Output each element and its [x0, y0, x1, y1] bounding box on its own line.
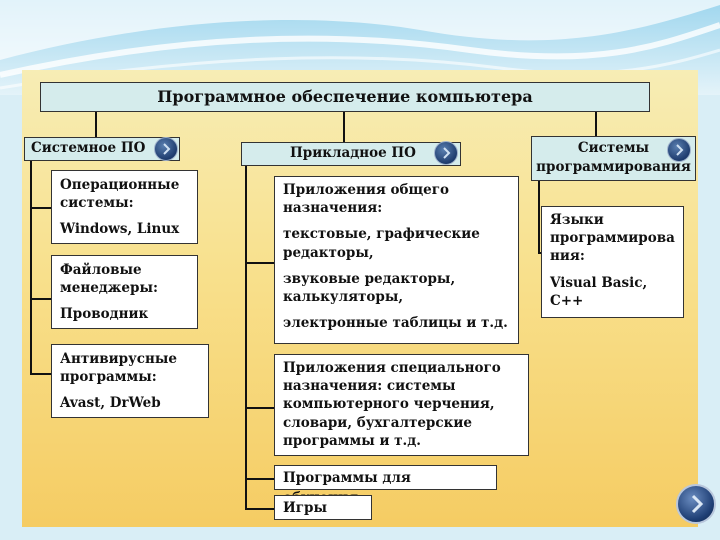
languages-line: ния: — [550, 248, 585, 265]
programming-title-line: Системы — [577, 140, 650, 156]
special-line: словари, бухгалтерские — [283, 414, 472, 431]
general-example-line: редакторы, — [283, 244, 374, 261]
general-example-line: текстовые, графические — [283, 226, 480, 243]
connector — [30, 161, 32, 374]
general-example-line: электронные таблицы и т.д. — [283, 315, 508, 332]
file-manager-label-line: Файловые — [60, 262, 142, 278]
next-slide-button[interactable] — [676, 484, 716, 524]
languages-box: Языки программирова ния: Visual Basic, C… — [541, 206, 684, 318]
special-line: назначения: системы — [283, 378, 456, 395]
languages-line: Языки — [550, 212, 604, 228]
os-examples: Windows, Linux — [60, 221, 180, 238]
education-box: Программы для обучения — [274, 465, 497, 506]
os-label-line: Операционные — [60, 177, 180, 193]
special-line: программы и т.д. — [283, 432, 421, 449]
special-line: компьютерного черчения, — [283, 396, 495, 413]
chevron-right-icon[interactable] — [154, 137, 178, 161]
applied-software-box: Прикладное ПО — [241, 142, 461, 166]
general-example-line: калькуляторы, — [283, 289, 404, 306]
connector — [538, 181, 540, 252]
file-manager-box: Файловые менеджеры: Проводник — [51, 255, 198, 329]
page-title: Программное обеспечение компьютера — [157, 87, 533, 106]
connector — [30, 298, 51, 300]
connector — [30, 373, 51, 375]
antivirus-box: Антивирусные программы: Avast, DrWeb — [51, 344, 209, 418]
connector — [245, 166, 247, 510]
os-label-line: системы: — [60, 195, 134, 212]
chevron-right-icon — [691, 494, 704, 514]
connector — [245, 262, 274, 264]
system-software-box: Системное ПО — [24, 137, 180, 161]
connector — [343, 112, 345, 142]
special-line: Приложения специального — [283, 360, 501, 376]
general-example-line: звуковые редакторы, — [283, 270, 456, 287]
system-software-title: Системное ПО — [31, 140, 146, 156]
games-box: Игры — [274, 495, 372, 520]
chevron-right-icon[interactable] — [434, 141, 458, 165]
applied-software-title: Прикладное ПО — [290, 145, 416, 161]
general-heading-line: Приложения общего — [283, 182, 449, 198]
languages-example: Visual Basic, — [550, 274, 648, 291]
os-box: Операционные системы: Windows, Linux — [51, 170, 198, 244]
connector — [245, 478, 274, 480]
file-manager-example: Проводник — [60, 306, 149, 323]
connector — [95, 112, 97, 137]
programming-title-line: программирования — [536, 159, 691, 175]
games-label: Игры — [283, 500, 328, 516]
connector — [595, 112, 597, 137]
antivirus-examples: Avast, DrWeb — [60, 395, 161, 412]
connector — [538, 252, 541, 254]
connector — [245, 508, 274, 510]
root-title-box: Программное обеспечение компьютера — [40, 82, 650, 112]
special-purpose-box: Приложения специального назначения: сист… — [274, 354, 529, 456]
antivirus-label-line: Антивирусные — [60, 351, 177, 367]
chevron-right-icon[interactable] — [667, 138, 691, 162]
languages-line: программирова — [550, 230, 675, 247]
connector — [30, 207, 51, 209]
connector — [245, 407, 274, 409]
antivirus-label-line: программы: — [60, 369, 157, 386]
languages-example: C++ — [550, 292, 584, 309]
general-purpose-box: Приложения общего назначения: текстовые,… — [274, 176, 519, 344]
general-heading-line: назначения: — [283, 200, 383, 217]
file-manager-label-line: менеджеры: — [60, 280, 158, 297]
